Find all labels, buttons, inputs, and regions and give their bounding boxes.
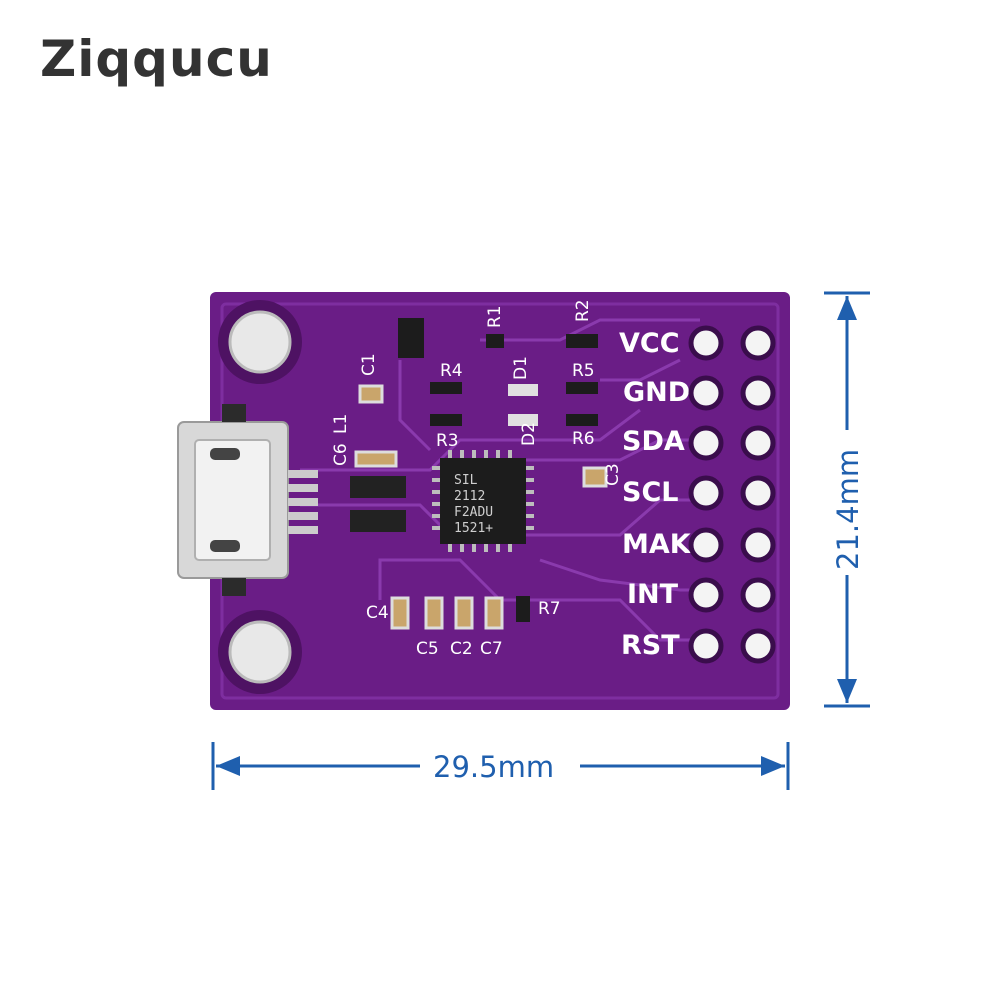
label-d2: D2 (519, 422, 539, 446)
chip-mark-2: 2112 (454, 489, 485, 504)
pin-label-int: INT (627, 579, 679, 610)
brand-logo: Ziqqucu (40, 30, 273, 88)
label-r3: R3 (436, 431, 459, 451)
pin-label-mak: MAK (622, 529, 692, 560)
header-pins (688, 325, 776, 664)
chip-mark-1: SIL (454, 473, 478, 488)
height-dimension (824, 291, 870, 708)
label-r1: R1 (485, 305, 505, 328)
pin-label-scl: SCL (622, 477, 678, 508)
silkscreen-labels: R1 R2 R4 R5 R3 R6 C1 L1 C6 D1 D2 C3 C4 C… (331, 299, 623, 659)
height-label: 21.4mm (831, 449, 865, 570)
pin-label-vcc: VCC (619, 328, 680, 359)
label-d1: D1 (511, 356, 531, 380)
width-dimension (211, 742, 790, 790)
label-l1: L1 (331, 414, 351, 434)
pin-label-sda: SDA (622, 426, 685, 457)
label-c2: C2 (450, 639, 473, 659)
label-r2: R2 (573, 299, 593, 322)
label-r4: R4 (440, 361, 463, 381)
width-label: 29.5mm (433, 750, 554, 784)
label-r7: R7 (538, 599, 561, 619)
main-chip: SIL 2112 F2ADU 1521+ (432, 450, 534, 552)
label-c7: C7 (480, 639, 503, 659)
label-c5: C5 (416, 639, 439, 659)
chip-mark-3: F2ADU (454, 505, 493, 520)
usb-connector (177, 404, 318, 596)
label-r5: R5 (572, 361, 595, 381)
label-r6: R6 (572, 429, 595, 449)
pin-label-rst: RST (621, 630, 680, 661)
label-c4: C4 (366, 603, 389, 623)
label-c3: C3 (603, 463, 623, 486)
label-c6: C6 (331, 443, 351, 466)
pin-label-gnd: GND (623, 377, 690, 408)
pin-labels: VCC GND SDA SCL MAK INT RST (619, 328, 692, 661)
mounting-holes (218, 300, 302, 694)
smd-components (350, 318, 608, 630)
chip-mark-4: 1521+ (454, 521, 493, 536)
label-c1: C1 (359, 353, 379, 376)
brand-name: Ziqqucu (40, 30, 273, 88)
